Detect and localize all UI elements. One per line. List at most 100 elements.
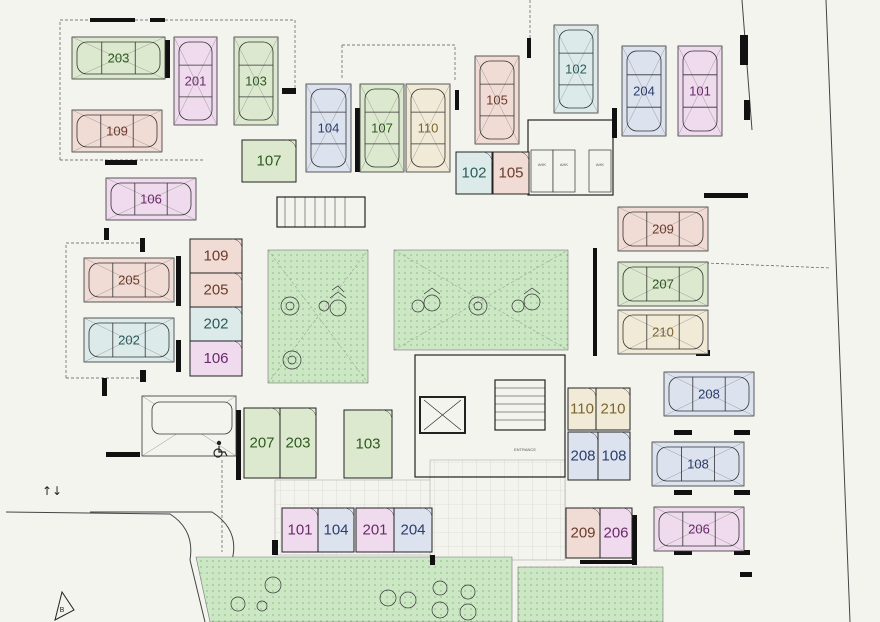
door-swing — [619, 387, 631, 399]
lawns — [195, 249, 664, 622]
parking-space-label: 106 — [140, 192, 162, 207]
storage-room-outline — [455, 151, 493, 195]
car-outline — [558, 29, 594, 109]
tree-icon — [282, 350, 302, 370]
parking-space-diagonals — [621, 45, 667, 137]
parking-space-label: 104 — [318, 121, 340, 136]
parking-space-diagonals — [617, 261, 709, 307]
door-swing — [481, 151, 493, 163]
car-windows — [683, 74, 717, 108]
storage-room-201: 201 — [355, 507, 395, 553]
storage-room-209: 209 — [565, 507, 601, 559]
car-windows — [311, 111, 346, 145]
parking-space-diagonals — [651, 441, 745, 487]
car-windows — [101, 42, 136, 74]
parking-space-diagonals — [474, 55, 520, 145]
parking-space-207: 207 — [617, 261, 709, 307]
car-windows — [112, 323, 146, 357]
parking-space-204: 204 — [621, 45, 667, 137]
storage-room-208: 208 — [567, 431, 599, 481]
tree-icon — [280, 296, 300, 316]
car-windows — [179, 64, 212, 98]
lawn-bottom-right — [517, 566, 664, 622]
car-windows — [239, 64, 273, 98]
storage-room-label: 210 — [600, 401, 625, 418]
tree-icon — [468, 296, 488, 316]
car-outline — [658, 511, 740, 547]
storage-room-label: 110 — [570, 401, 594, 418]
parking-space-label: 201 — [185, 74, 207, 89]
parking-space-label: 102 — [565, 62, 587, 77]
storage-room-108: 108 — [597, 431, 631, 481]
parking-space-diagonals — [617, 206, 709, 252]
parking-space-210: 210 — [617, 309, 709, 355]
parking-space-label: 110 — [418, 121, 439, 136]
storage-room-outline — [189, 272, 243, 308]
storage-room-label: 209 — [570, 525, 595, 542]
parking-space-205: 205 — [83, 257, 175, 303]
storage-room-110: 110 — [567, 387, 597, 431]
storage-room-outline — [189, 238, 243, 274]
parking-space-109: 109 — [71, 109, 163, 153]
trees — [230, 285, 541, 621]
storage-room-109: 109 — [189, 238, 243, 274]
car-windows — [365, 111, 399, 145]
parking-space-209: 209 — [617, 206, 709, 252]
tree-icon — [379, 580, 477, 621]
car-windows — [134, 183, 168, 215]
car-windows — [411, 111, 445, 145]
parking-space-203: 203 — [71, 36, 166, 80]
stair-direction-arrows: ↑↓ — [42, 484, 62, 498]
parking-space-201: 201 — [173, 36, 218, 126]
compass-icon: B — [54, 590, 75, 621]
parking-space-diagonals — [71, 36, 166, 80]
storage-room-outline — [567, 431, 599, 481]
storage-room-205: 205 — [189, 272, 243, 308]
storage-room-207: 207 — [243, 407, 281, 479]
storage-room-outline — [595, 387, 631, 431]
storage-room-outline — [281, 507, 319, 553]
parking-space-label: 202 — [118, 333, 140, 348]
parking-space-label: 105 — [486, 93, 508, 108]
palm-icon — [411, 287, 441, 313]
parking-space-label: 204 — [633, 84, 655, 99]
storage-room-label: 206 — [603, 525, 628, 542]
parking-space-diagonals — [83, 317, 175, 363]
car-windows — [681, 447, 715, 481]
storage-room-label: 205 — [203, 282, 228, 299]
car-outline — [76, 41, 161, 75]
car-windows — [480, 83, 514, 117]
car-outline — [622, 266, 704, 302]
storage-room-103: 103 — [343, 409, 393, 479]
storage-room-outline — [567, 387, 597, 431]
parking-space-208: 208 — [663, 371, 755, 417]
storage-room-outline — [599, 507, 633, 559]
plant-room-label: AHK — [538, 162, 547, 167]
parking-space-label: 210 — [652, 325, 674, 340]
storage-room-label: 108 — [601, 448, 626, 465]
door-swing — [285, 139, 297, 151]
door-swing — [619, 431, 631, 443]
plant-room-label: AHK — [560, 162, 569, 167]
parking-space-diagonals — [305, 83, 352, 173]
parking-space-105: 105 — [474, 55, 520, 145]
parking-space-202: 202 — [83, 317, 175, 363]
car-windows — [112, 263, 146, 297]
door-swing — [231, 272, 243, 284]
car-windows — [682, 512, 716, 546]
parking-space-label: 109 — [106, 124, 128, 139]
car-windows — [100, 115, 134, 147]
storage-room-outline — [343, 409, 393, 479]
storage-room-105: 105 — [492, 151, 530, 195]
parking-space-diagonals — [663, 371, 755, 417]
entrance-label: ENTRANCE — [514, 447, 536, 452]
svg-text:B: B — [60, 607, 65, 614]
parking-space-label: 108 — [687, 457, 709, 472]
parking-space-diagonals — [233, 36, 279, 126]
car-windows — [646, 267, 680, 301]
tree-icon — [230, 576, 282, 612]
palm-icon — [318, 285, 347, 317]
